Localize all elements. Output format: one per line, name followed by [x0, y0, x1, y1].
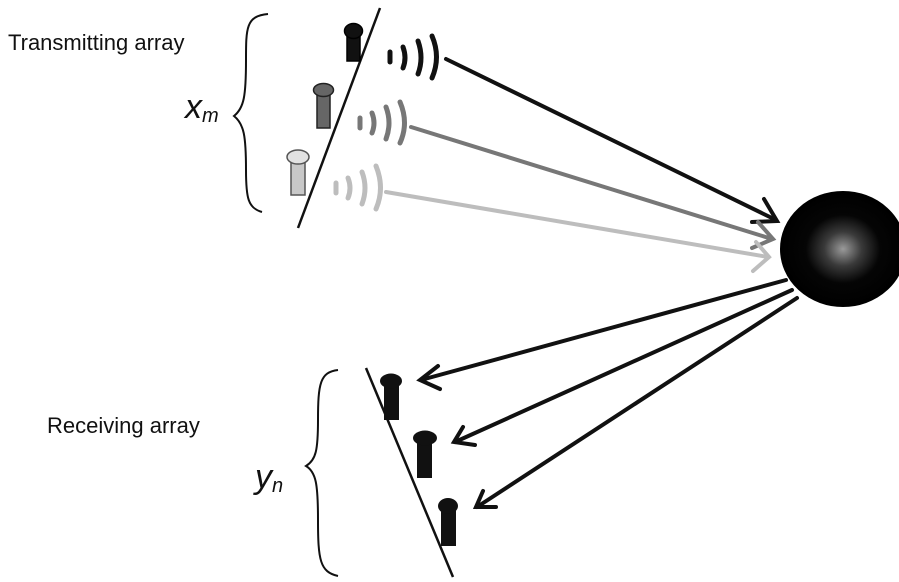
- tx-variable-label: xm: [185, 88, 219, 128]
- tx-variable-main: x: [185, 88, 202, 126]
- tx-wave-2-icon: [357, 99, 407, 146]
- tx-brace: [232, 13, 269, 213]
- rx-ray-1: [416, 278, 788, 391]
- tx-array-baseline: [296, 7, 382, 229]
- receiving-array-label: Receiving array: [47, 413, 200, 438]
- tx-element-2: [312, 82, 335, 129]
- tx-ray-3: [384, 190, 772, 273]
- rx-element-3: [438, 498, 458, 546]
- rx-variable-main: y: [255, 458, 272, 496]
- rx-element-1: [380, 373, 402, 420]
- rx-variable-sub: n: [272, 475, 284, 497]
- rx-array-baseline: [364, 367, 455, 578]
- tx-ray-1: [444, 57, 781, 224]
- transmitting-array-label: Transmitting array: [8, 30, 185, 55]
- tx-element-3: [286, 149, 310, 196]
- rx-ray-2: [450, 288, 794, 447]
- tx-wave-3-icon: [333, 163, 383, 212]
- rx-brace: [304, 369, 339, 577]
- target-object: [780, 191, 899, 307]
- rx-variable-label: yn: [255, 458, 283, 498]
- rx-element-2: [413, 430, 437, 478]
- rx-ray-3: [472, 296, 799, 509]
- tx-element-1: [343, 22, 364, 62]
- tx-wave-1-icon: [387, 33, 439, 81]
- tx-variable-sub: m: [202, 105, 219, 127]
- tx-ray-2: [409, 125, 777, 250]
